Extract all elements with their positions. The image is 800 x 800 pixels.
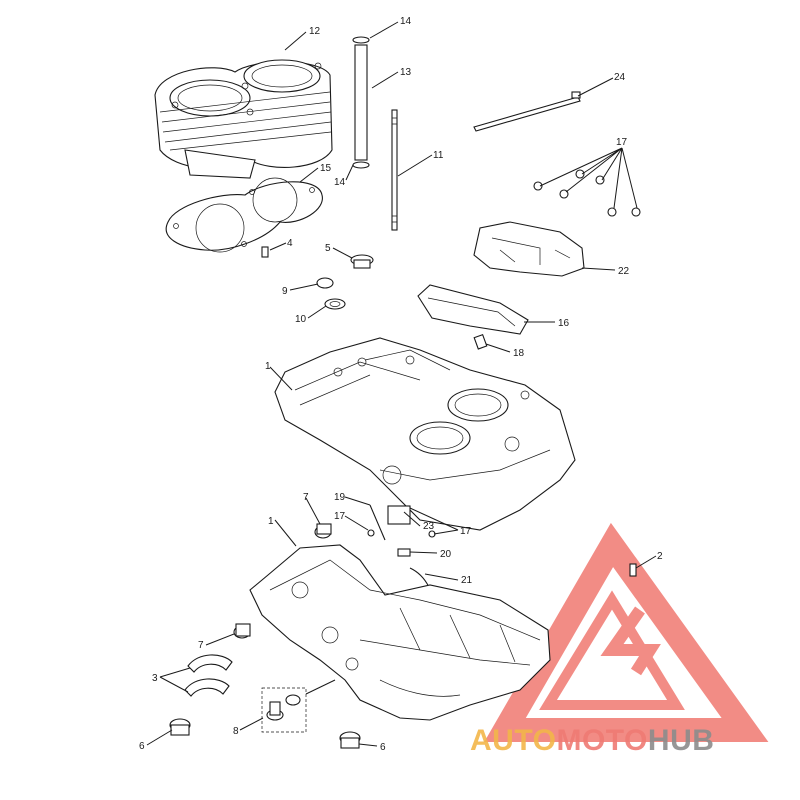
bearing-shells (184, 654, 233, 697)
callout-9: 9 (282, 286, 288, 297)
cylinder-block (154, 59, 333, 179)
wordmark-auto: AUTO (470, 724, 556, 757)
breather-cover (473, 221, 585, 277)
callout-18: 18 (513, 348, 525, 359)
callout-22: 22 (618, 266, 630, 277)
callout-numbers: 12 14 13 24 17 11 14 15 4 5 22 9 10 16 1… (139, 16, 663, 753)
callout-7-upper: 7 (303, 492, 309, 503)
bush-7-upper (314, 523, 332, 539)
callout-12: 12 (309, 26, 321, 37)
plug-cap (350, 254, 374, 269)
plug-6-left (169, 718, 191, 736)
callout-14-bottom: 14 (334, 177, 346, 188)
callout-4: 4 (287, 238, 293, 249)
leader-lines (146, 21, 657, 747)
callout-21: 21 (461, 575, 473, 586)
callout-8: 8 (233, 726, 239, 737)
callout-11: 11 (433, 150, 444, 161)
callout-1-lower: 1 (268, 516, 274, 527)
callout-20: 20 (440, 549, 452, 560)
callout-24: 24 (614, 72, 626, 83)
oil-pipe-19 (369, 504, 386, 541)
bolts-group-17 (533, 169, 641, 217)
fitting (473, 333, 488, 350)
callout-15: 15 (320, 163, 332, 174)
wordmark-moto: MOTO (556, 724, 647, 757)
bolt-17-mid-a (367, 529, 375, 537)
wordmark-hub: HUB (648, 724, 715, 757)
breather-rod (473, 91, 581, 132)
callout-13: 13 (400, 67, 412, 78)
callout-6-left: 6 (139, 741, 145, 752)
plug-6-right (339, 731, 361, 749)
lower-crankcase (249, 544, 551, 721)
drain-plug-assembly (261, 687, 307, 733)
callout-17-right: 17 (460, 526, 472, 537)
dowel-pin-2 (629, 563, 637, 577)
bush-7-lower (233, 623, 251, 639)
callout-1-upper: 1 (265, 361, 271, 372)
breather-gasket (417, 284, 529, 335)
callout-10: 10 (295, 314, 307, 325)
callout-17-top: 17 (616, 137, 628, 148)
upper-crankcase (274, 337, 576, 531)
callout-5: 5 (325, 243, 331, 254)
base-gasket (165, 177, 323, 253)
callout-16: 16 (558, 318, 570, 329)
drain-plug (316, 277, 346, 310)
automotohub-wordmark: AUTOMOTOHUB (470, 724, 714, 757)
oil-feed-tube (352, 36, 370, 169)
bracket-23 (387, 505, 411, 525)
callout-2: 2 (657, 551, 663, 562)
callout-7-lower: 7 (198, 640, 204, 651)
callout-6-right: 6 (380, 742, 386, 753)
callout-19: 19 (334, 492, 346, 503)
cylinder-stud (391, 109, 398, 231)
automotohub-logo (484, 522, 769, 742)
callout-14-top: 14 (400, 16, 412, 27)
spring-20 (397, 548, 411, 557)
callout-3: 3 (152, 673, 158, 684)
svg-text:AUTOMOTOHUB: AUTOMOTOHUB (470, 724, 714, 757)
callout-23: 23 (423, 521, 435, 532)
callout-17-mid: 17 (334, 511, 346, 522)
dowel-pin (261, 246, 269, 258)
